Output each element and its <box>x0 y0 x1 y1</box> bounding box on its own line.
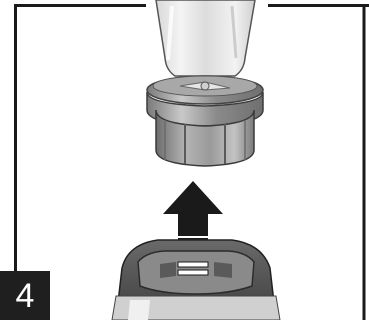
blender-jar <box>156 0 255 76</box>
step-number-badge: 4 <box>0 271 50 320</box>
blade-assembly <box>147 76 263 166</box>
motor-base <box>112 240 280 320</box>
